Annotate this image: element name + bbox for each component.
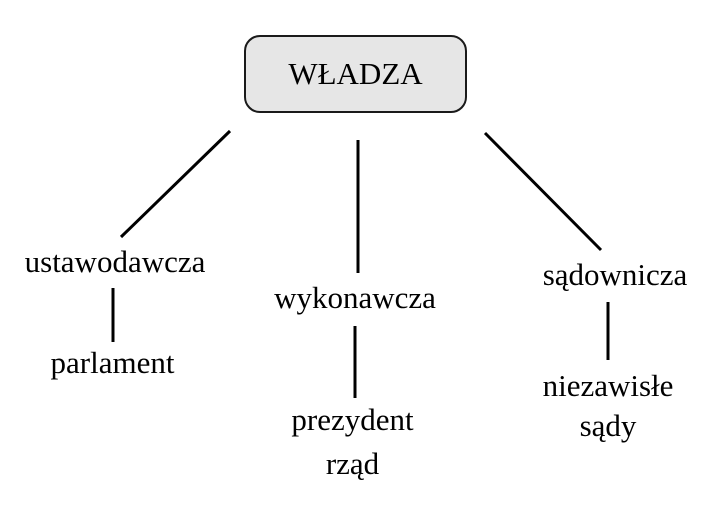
child-label-niezawisle: niezawisłe [542,368,674,403]
child-label-rzad: rząd [325,446,380,481]
branch-label-sadownicza: sądownicza [542,257,688,292]
connector-root-ustawodawcza [119,129,232,239]
branch-label-ustawodawcza: ustawodawcza [24,244,206,279]
child-label-sady: sądy [579,408,637,443]
root-label: WŁADZA [288,56,423,91]
root-node: WŁADZA [244,35,467,113]
child-label-prezydent: prezydent [291,402,414,437]
child-label-parlament: parlament [50,345,175,380]
branch-label-wykonawcza: wykonawcza [274,280,436,315]
connector-root-sadownicza [483,131,603,252]
